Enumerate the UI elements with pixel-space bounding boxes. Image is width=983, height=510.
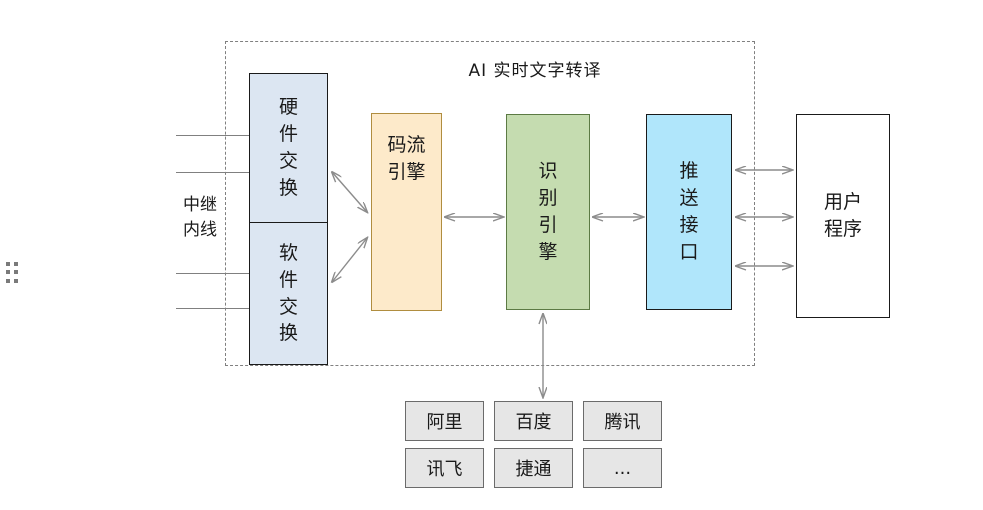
drag-dots-icon[interactable]: [6, 262, 18, 284]
vendor-label: 阿里: [426, 412, 463, 433]
node-hardware-switch[interactable]: 硬件交换: [249, 73, 328, 223]
drag-dot: [13, 278, 18, 283]
vendor-box-more[interactable]: ...: [583, 448, 662, 488]
ai-region-boundary: [225, 41, 755, 366]
drag-dot: [6, 270, 10, 275]
drag-dot: [13, 262, 18, 266]
trunk-line-label: 中继 内线: [172, 193, 228, 242]
trunk-wire-1: [176, 135, 250, 137]
node-software-switch[interactable]: 软件交换: [249, 222, 328, 365]
trunk-label-line1: 中继: [183, 195, 217, 215]
vendor-box-tencent[interactable]: 腾讯: [583, 401, 662, 441]
trunk-wire-2: [176, 172, 250, 174]
node-software-switch-label: 软件交换: [279, 241, 299, 345]
node-hardware-switch-label: 硬件交换: [279, 96, 299, 199]
drag-dot: [6, 278, 10, 283]
vendor-box-alibaba[interactable]: 阿里: [405, 401, 484, 441]
node-recognize-engine-label: 识别引擎: [538, 160, 558, 263]
drag-dot: [13, 270, 18, 275]
trunk-wire-3: [176, 273, 250, 275]
trunk-label-line2: 内线: [183, 219, 217, 240]
vendor-box-baidu[interactable]: 百度: [494, 401, 573, 441]
node-recognize-engine[interactable]: 识别引擎: [506, 114, 590, 310]
node-stream-engine-label: 码流引擎: [387, 134, 426, 183]
vendor-label: ...: [613, 457, 632, 479]
vendor-label: 捷通: [515, 459, 552, 480]
vendor-label: 百度: [515, 412, 552, 433]
trunk-wire-4: [176, 308, 250, 310]
vendor-label: 腾讯: [604, 412, 641, 433]
vendor-box-iflytek[interactable]: 讯飞: [405, 448, 484, 488]
node-push-interface[interactable]: 推送接口: [646, 114, 732, 310]
vendor-box-jietong[interactable]: 捷通: [494, 448, 573, 488]
node-push-interface-label: 推送接口: [679, 160, 699, 263]
node-user-program[interactable]: 用户程序: [796, 114, 890, 318]
node-stream-engine[interactable]: 码流引擎: [371, 113, 442, 311]
vendor-label: 讯飞: [426, 459, 463, 480]
node-user-program-label: 用户程序: [823, 191, 862, 240]
drag-dot: [6, 262, 10, 266]
region-title: AI 实时文字转译: [468, 61, 602, 81]
